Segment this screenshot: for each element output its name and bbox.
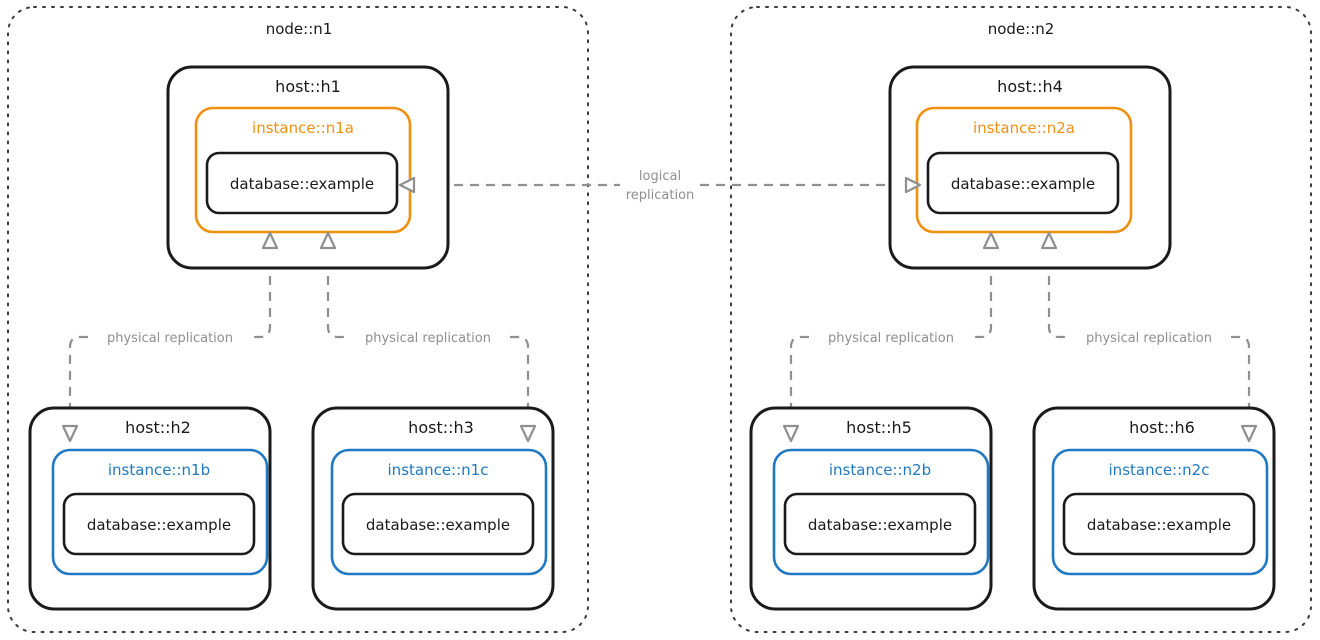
- instance-box-n1c[interactable]: [330, 448, 548, 576]
- host-label-h5: host::h5: [846, 418, 912, 437]
- arrowhead-overlay-h4-right: [1040, 231, 1058, 250]
- edge-physical-label-n1a-n1b: physical replication: [107, 331, 233, 346]
- arrowhead-overlay-logical-n1a: [398, 176, 416, 194]
- database-label-n1c: database::example: [366, 516, 510, 534]
- edge-physical-label-n1a-n1c: physical replication: [365, 331, 491, 346]
- instance-box-n1b[interactable]: [51, 448, 269, 576]
- edge-physical-path2-n2a-n2b: [789, 335, 809, 425]
- database-box-n1b[interactable]: [62, 492, 256, 556]
- database-box-n1c[interactable]: [341, 492, 535, 556]
- edge-physical-path2-n1a-n1b: [68, 335, 88, 425]
- node-boundary-n2: [730, 6, 1312, 633]
- instance-box-n2a[interactable]: [915, 106, 1133, 234]
- instance-label-n2a: instance::n2a: [973, 119, 1075, 137]
- database-label-n1a: database::example: [230, 175, 374, 193]
- edge-physical-path-n1a-n1c: [326, 244, 346, 339]
- host-group-h3[interactable]: host::h3 instance::n1c database::example: [311, 406, 555, 611]
- host-group-h2[interactable]: host::h2 instance::n1b database::example: [28, 406, 272, 611]
- database-box-n2c[interactable]: [1062, 492, 1256, 556]
- edge-physical-path2-n2a-n2c: [1231, 335, 1251, 425]
- instance-label-n1a: instance::n1a: [252, 119, 354, 137]
- database-box-n2a[interactable]: [926, 151, 1120, 215]
- arrowhead-overlay-layer: [61, 176, 1258, 443]
- instance-label-n2c: instance::n2c: [1109, 461, 1210, 479]
- arrowhead-overlay-h3: [519, 424, 537, 443]
- edge-logical-label-line1: logical: [639, 169, 681, 184]
- arrowhead-overlay-h2: [61, 424, 79, 443]
- database-box-n1a[interactable]: [205, 151, 399, 215]
- host-label-h6: host::h6: [1129, 418, 1195, 437]
- instance-box-n1a[interactable]: [194, 106, 412, 234]
- host-label-h2: host::h2: [125, 418, 191, 437]
- node-group-n2: node::n2: [730, 6, 1312, 633]
- host-group-h1[interactable]: host::h1 instance::n1a database::example: [166, 65, 450, 270]
- node-boundary-n1: [7, 6, 589, 633]
- database-label-n2a: database::example: [951, 175, 1095, 193]
- edge-logical-replication: logical replication: [398, 169, 922, 203]
- database-label-n2c: database::example: [1087, 516, 1231, 534]
- instance-box-n2c[interactable]: [1051, 448, 1269, 576]
- node-label-n2: node::n2: [988, 20, 1055, 38]
- arrowhead-overlay-logical-n2a: [904, 176, 922, 194]
- edge-physical-path-n2a-n2c: [1047, 244, 1067, 339]
- instance-label-n2b: instance::n2b: [829, 461, 931, 479]
- host-group-h4[interactable]: host::h4 instance::n2a database::example: [888, 65, 1172, 270]
- node-label-n1: node::n1: [266, 20, 333, 38]
- edge-physical-path-n1a-n1b: [252, 244, 272, 339]
- arrowhead-overlay-h1-right: [319, 231, 337, 250]
- database-label-n2b: database::example: [808, 516, 952, 534]
- host-group-h5[interactable]: host::h5 instance::n2b database::example: [749, 406, 993, 611]
- arrowhead-overlay-h1-left: [261, 231, 279, 250]
- instance-label-n1b: instance::n1b: [108, 461, 210, 479]
- edge-logical-label-line2: replication: [626, 188, 695, 203]
- arrowhead-overlay-h4-left: [982, 231, 1000, 250]
- arrowhead-overlay-h5: [782, 424, 800, 443]
- node-group-n1: node::n1: [7, 6, 589, 633]
- host-label-h4: host::h4: [997, 77, 1063, 96]
- instance-label-n1c: instance::n1c: [388, 461, 489, 479]
- instance-box-n2b[interactable]: [772, 448, 990, 576]
- edge-physical-path-n2a-n2b: [973, 244, 993, 339]
- edge-physical-label-n2a-n2b: physical replication: [828, 331, 954, 346]
- arrowhead-overlay-h6: [1240, 424, 1258, 443]
- database-label-n1b: database::example: [87, 516, 231, 534]
- host-label-h3: host::h3: [408, 418, 474, 437]
- edge-physical-label-n2a-n2c: physical replication: [1086, 331, 1212, 346]
- host-label-h1: host::h1: [275, 77, 341, 96]
- edge-physical-path2-n1a-n1c: [510, 335, 530, 425]
- database-box-n2b[interactable]: [783, 492, 977, 556]
- host-group-h6[interactable]: host::h6 instance::n2c database::example: [1032, 406, 1276, 611]
